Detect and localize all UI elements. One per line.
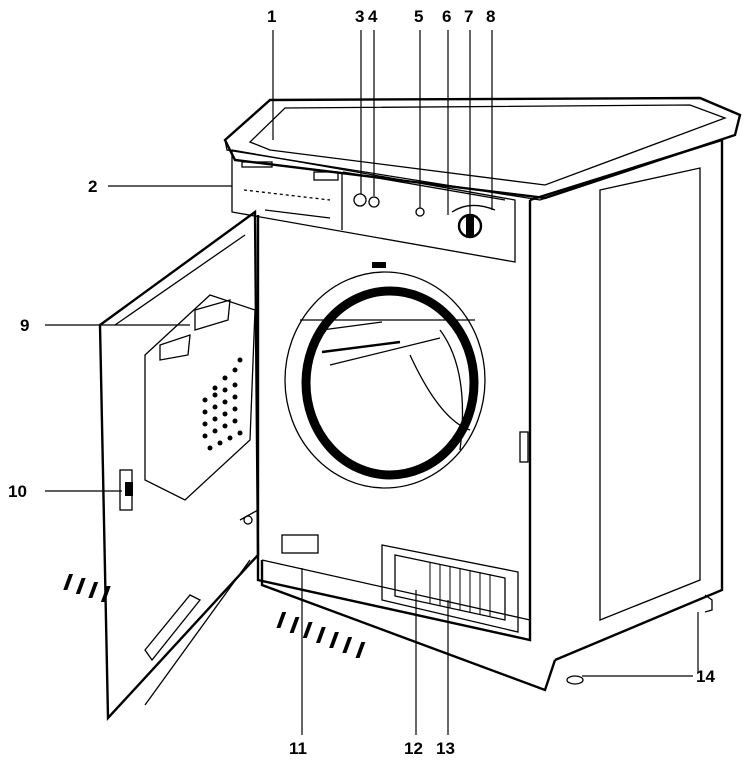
cabinet-body <box>256 138 724 662</box>
indicator-5 <box>415 207 425 217</box>
callout-6: 6 <box>442 7 451 26</box>
button-3[interactable] <box>353 193 367 207</box>
rating-plate <box>281 534 319 554</box>
programme-window <box>313 171 339 181</box>
timer-knob-grip <box>466 215 474 237</box>
top-panel <box>223 96 742 201</box>
front-foot <box>566 675 584 685</box>
brand-plate <box>241 161 273 168</box>
open-door[interactable] <box>98 209 260 722</box>
condenser-cover[interactable] <box>381 544 519 633</box>
drum-opening <box>284 271 486 489</box>
door-hinge <box>243 515 253 525</box>
callout-4: 4 <box>368 7 378 26</box>
leader-lines <box>45 30 699 735</box>
callout-9: 9 <box>20 316 29 335</box>
callout-8: 8 <box>486 7 495 26</box>
door-lock-slot <box>372 262 386 268</box>
door-catch <box>519 431 529 463</box>
callout-1: 1 <box>267 7 276 26</box>
callout-5: 5 <box>414 7 423 26</box>
button-4[interactable] <box>368 196 380 208</box>
door-handle-grip <box>125 482 133 496</box>
callout-13: 13 <box>436 739 455 758</box>
adjustable-foot <box>704 594 713 613</box>
callout-7: 7 <box>464 7 473 26</box>
door-seal-slot <box>144 594 202 662</box>
door-filter-grille <box>202 357 243 451</box>
callout-14: 14 <box>696 667 715 686</box>
callout-12: 12 <box>404 739 423 758</box>
door-filter-housing <box>144 294 256 501</box>
callout-11: 11 <box>289 739 307 758</box>
callout-labels: 1 2 3 4 5 6 7 8 9 10 11 12 13 14 <box>8 7 715 758</box>
condenser-grille <box>429 562 491 616</box>
plinth <box>63 534 713 692</box>
plinth-vent-slots <box>63 574 366 658</box>
callout-10: 10 <box>8 482 27 501</box>
callout-2: 2 <box>88 177 97 196</box>
callout-3: 3 <box>355 7 364 26</box>
